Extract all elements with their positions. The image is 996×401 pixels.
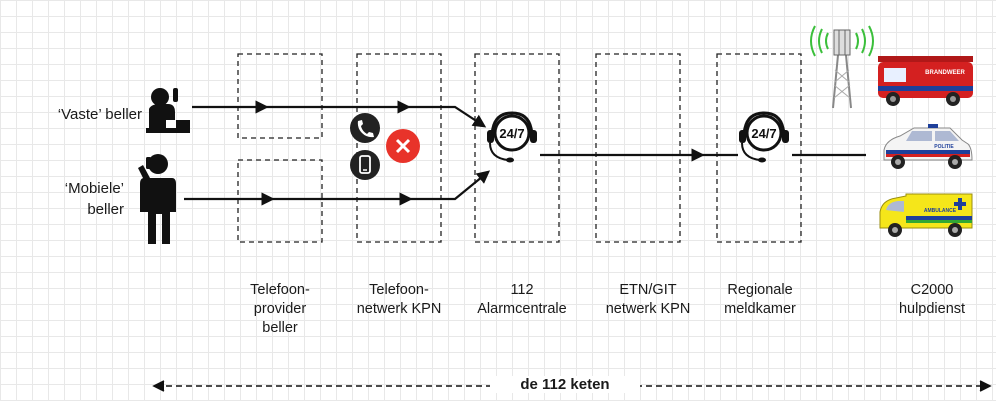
police-car-text: POLITIE [934,144,954,150]
stage-box-provider-top [237,53,323,139]
fire-truck-icon: BRANDWEER [878,56,973,106]
stage-label-regional: Regionale meldkamer [724,282,796,317]
stage-label-etn: ETN/GIT netwerk KPN [605,282,691,317]
stage-label-alarm: 112 Alarmcentrale [477,282,567,317]
headset-operator-icon: 24/7 [487,111,537,163]
ambulance-text: AMBULANCE [924,208,957,214]
stage-box-kpn [356,53,442,243]
mobile-phone-icon [350,150,380,180]
phone-handset-icon [350,113,380,143]
police-car-icon: POLITIE [883,124,973,169]
headset-operator-icon: 24/7 [739,111,789,163]
mobile-caller-line [184,170,491,206]
ambulance-icon: AMBULANCE [879,193,973,237]
fire-truck-text: BRANDWEER [925,70,965,76]
person-phone-desk-icon [146,88,190,133]
stage-box-provider-bottom [237,159,323,243]
person-mobile-icon [138,154,176,244]
mobile-caller-label: ‘Mobiele’ beller [64,180,124,218]
stage-label-c2000: C2000 hulpdienst [898,282,966,317]
operator-24-7-text: 24/7 [499,126,524,141]
stage-box-regional [716,53,802,243]
chain-label: de 112 keten [490,376,640,393]
stage-label-provider: Telefoon- provider beller [250,282,310,336]
operator-24-7-text: 24/7 [751,126,776,141]
radio-tower-icon [810,25,874,109]
fixed-caller-line [192,100,487,128]
error-x-icon [386,129,420,163]
stage-label-kpn: Telefoon- netwerk KPN [356,282,442,317]
stage-box-etn [595,53,681,243]
fixed-caller-label: ‘Vaste’ beller [57,106,142,123]
stage-box-alarm [474,53,560,243]
